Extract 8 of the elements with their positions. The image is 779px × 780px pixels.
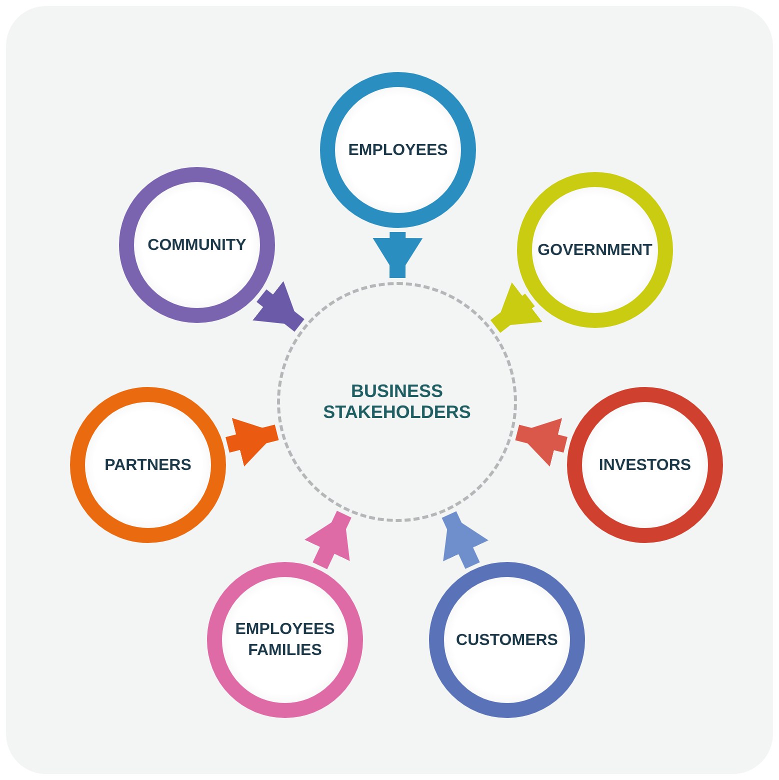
arrow: [304, 510, 352, 570]
hub-circle: BUSINESS STAKEHOLDERS: [277, 282, 517, 522]
arrow: [490, 282, 542, 333]
arrow: [252, 281, 304, 332]
arrow: [226, 418, 279, 466]
arrow: [372, 232, 423, 278]
arrow: [442, 511, 488, 569]
arrow: [515, 418, 568, 467]
